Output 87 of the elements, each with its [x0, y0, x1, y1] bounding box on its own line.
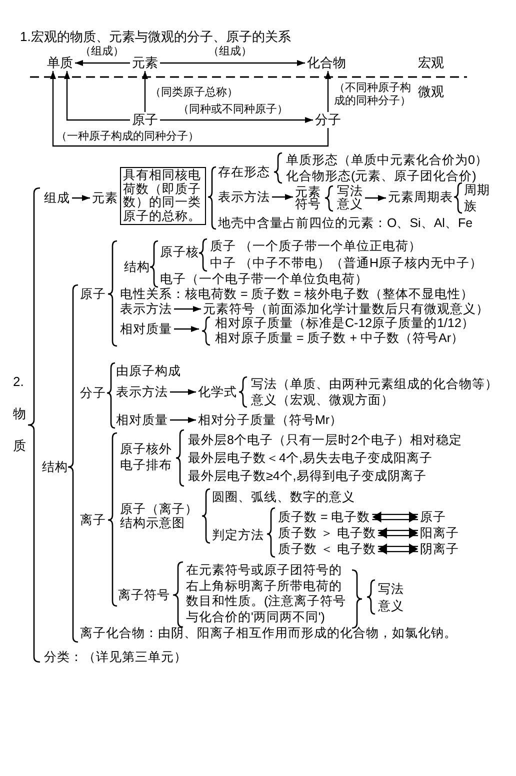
title-text: 1.宏观的物质、元素与微观的分子、原子的关系 [20, 29, 291, 45]
concept-text: 表示方法 [118, 302, 174, 316]
concept-text: 元素 [90, 191, 120, 205]
concept-text: 阳离子 [418, 526, 461, 540]
concept-text: 化合物 [305, 55, 348, 71]
concept-text: 组成 [42, 191, 72, 205]
text-label: 中子 （中子不带电）（普通H原子核内无中子） [210, 256, 482, 270]
text-label: 分类：（详见第三单元） [44, 650, 187, 664]
arrow [365, 195, 386, 201]
arrow [272, 194, 293, 200]
text-label: 判定方法 [212, 528, 264, 542]
edge-label: （不同种原子构成的同种分子） [334, 82, 412, 108]
text-label: 意义 [378, 599, 404, 613]
text-label: 原子核 [160, 245, 199, 259]
text-label: 原子核外电子排布 [120, 441, 173, 473]
text-label: 由原子构成 [116, 364, 181, 378]
concept-text: 表示方法 [114, 385, 170, 399]
edge-label: （组成） [80, 46, 124, 58]
text-label: 族 [464, 199, 477, 213]
concept-text: 原子 [130, 112, 160, 128]
concept-text: 化学式 [196, 385, 239, 399]
text-label: 写法 [378, 582, 404, 596]
text-label: 质子 （一个质子带一个单位正电荷） [210, 239, 422, 253]
concept-text: 元素周期表 [386, 190, 455, 204]
edge-label: （同种或不同种原子） [178, 104, 288, 116]
text-label: 宏观 [418, 55, 444, 71]
concept-text: 元素符号 [293, 186, 325, 210]
definition-box: 具有相同核电荷数（即质子数）的同一类原子的总称。 [120, 167, 206, 225]
concept-text: 质子数 = 电子数 [276, 510, 372, 524]
text-label: 离子符号 [118, 588, 170, 602]
text-label: 最外层电子数＜4个,易失去电子变成阳离子 [188, 451, 432, 465]
double-arrow [378, 544, 418, 554]
concept-text: 相对质量 [114, 413, 170, 427]
text-label: 最外层8个电子（只有一层时2个电子）相对稳定 [188, 433, 462, 447]
concept-text: 分子 [313, 112, 343, 128]
text-label: 微观 [418, 84, 444, 100]
double-arrow [378, 528, 418, 538]
text-label: 原子（离子）结构示意图 [120, 502, 199, 530]
text-label: 化合物形态(元素、原子团化合价) [286, 169, 476, 183]
edge-label: （同类原子总称） [150, 86, 238, 100]
text-label: 结构 [42, 460, 68, 474]
concept-text: 元素 [130, 55, 160, 71]
concept-text: 单质 [45, 55, 75, 71]
text-label: 分子 [80, 386, 106, 400]
arrow [64, 71, 130, 121]
concept-text: 质子数 ＜ 电子数 [276, 542, 378, 556]
concept-text: 相对分子质量（符号Mr） [196, 413, 345, 427]
text-label: 周期 [464, 183, 490, 197]
text-label: 相对原子质量（标准是C-12原子质量的1/12） [215, 316, 474, 331]
arrow [170, 417, 196, 423]
text-label: 圆圈、弧线、数字的意义 [212, 490, 355, 504]
text-label: 最外层电子数≥4个,易得到电子变成阴离子 [188, 469, 426, 483]
arrow [160, 117, 313, 123]
text-label: 结构 [124, 260, 150, 274]
arrow [160, 60, 305, 66]
text-label: 电子（一个电子带一个单位负电荷） [160, 272, 368, 286]
text-label: 意义（宏观、微观方面） [251, 393, 394, 407]
text-label: 存在形态 [218, 165, 270, 179]
text-label: 离子化合物：由阴、阳离子相互作用而形成的化合物，如氯化钠。 [80, 626, 457, 640]
concept-text: 阴离子 [418, 542, 461, 556]
arrow [72, 195, 90, 201]
text-label: 在元素符号或原子团符号的右上角标明离子所带电荷的数目和性质。(注意离子符号与化合价的'两同两不同') [186, 563, 348, 625]
arrow [325, 71, 331, 112]
text-label: 意义 [337, 198, 363, 211]
text-label: 写法 [337, 185, 363, 198]
text-label: 原子 [80, 287, 106, 301]
arrow [142, 71, 148, 112]
arrow [170, 389, 196, 395]
text-label: 写法（单质、由两种元素组成的化合物等） [251, 377, 498, 391]
arrow [174, 306, 201, 312]
arrow [50, 71, 329, 147]
text-label: 单质形态（单质中元素化合价为0） [286, 153, 488, 167]
edge-label: （一种原子构成的同种分子） [56, 130, 199, 144]
text-label: 相对原子质量 = 质子数 + 中子数（符号Ar） [215, 331, 464, 346]
text-label: 地壳中含量占前四位的元素：O、Si、Al、Fe [218, 216, 473, 230]
concept-text: 原子 [418, 510, 448, 524]
concept-text: 相对质量 [118, 322, 174, 336]
concept-text: 元素符号（前面添加化学计量数后只有微观意义） [201, 302, 491, 316]
edge-label: （组成） [208, 46, 252, 58]
text-label: 离子 [80, 513, 106, 527]
concept-text: 表示方法 [216, 190, 272, 204]
arrow [174, 326, 199, 332]
text-label: 电性关系：核电荷数 = 质子数 = 核外电子数（整体不显电性） [120, 287, 474, 301]
concept-text: 质子数 ＞ 电子数 [276, 526, 378, 540]
arrow [75, 60, 130, 66]
double-arrow [372, 512, 418, 522]
vertical-text-label: 2.物质 [13, 373, 26, 455]
